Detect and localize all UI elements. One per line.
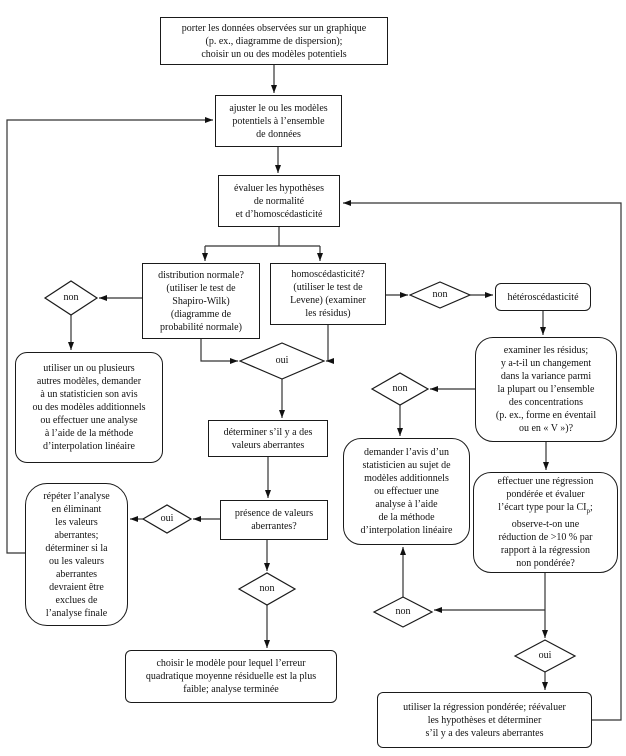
connector-evaluate-split — [205, 227, 320, 247]
decision-non-bottom-center — [237, 572, 297, 606]
decision-non-right-top — [408, 281, 472, 309]
decision-label-oui-center: oui — [275, 355, 289, 366]
node-fit-models: ajuster le ou les modèles potentiels à l… — [215, 95, 342, 147]
weighted-regression-text: effectuer une régression pondérée et éva… — [497, 476, 594, 569]
node-ask-statistician: demander l’avis d’un statisticien au suj… — [343, 438, 470, 545]
decision-oui-center — [238, 342, 326, 380]
node-homoscedasticity: homoscédasticité? (utiliser le test de L… — [270, 263, 386, 325]
decision-label-non-bottom-center: non — [259, 583, 275, 594]
node-evaluate-assumptions: évaluer les hypothèses de normalité et d… — [218, 175, 340, 227]
decision-label-oui-bottom-right: oui — [538, 650, 552, 661]
decision-non-left — [43, 280, 99, 316]
connector-homosced-to-oui — [326, 325, 334, 364]
decision-label-non-right-top: non — [432, 289, 448, 300]
connector-useweighted-feedback — [343, 200, 622, 721]
connector-normal-to-oui — [200, 339, 238, 364]
node-choose-model: choisir le modèle pour lequel l’erreur q… — [125, 650, 337, 703]
decision-oui-left — [141, 504, 193, 534]
node-determine-outliers: déterminer s’il y a des valeurs aberrant… — [208, 420, 328, 457]
decision-label-non-bottom-right: non — [395, 606, 411, 617]
decision-non-bottom-right — [372, 596, 434, 628]
subscript-p: p — [586, 507, 591, 515]
node-normal-distribution: distribution normale? (utiliser le test … — [142, 263, 260, 339]
node-presence-outliers: présence de valeurs aberrantes? — [220, 500, 328, 540]
node-weighted-regression: effectuer une régression pondérée et éva… — [473, 472, 618, 573]
decision-label-non-mid-right: non — [392, 383, 408, 394]
node-other-models: utiliser un ou plusieurs autres modèles,… — [15, 352, 163, 463]
node-examine-residuals: examiner les résidus; y a-t-il un change… — [475, 337, 617, 442]
decision-label-non-left: non — [63, 292, 79, 303]
node-heteroscedasticity: hétéroscédasticité — [495, 283, 591, 311]
node-use-weighted-regression: utiliser la régression pondérée; réévalu… — [377, 692, 592, 748]
connector-repeat-feedback — [6, 117, 213, 554]
node-plot-data: porter les données observées sur un grap… — [160, 17, 388, 65]
decision-label-oui-left: oui — [160, 513, 174, 524]
decision-non-mid-right — [370, 372, 430, 406]
decision-oui-bottom-right — [513, 639, 577, 673]
node-repeat-analysis: répéter l’analyse en éliminant les valeu… — [25, 483, 128, 626]
